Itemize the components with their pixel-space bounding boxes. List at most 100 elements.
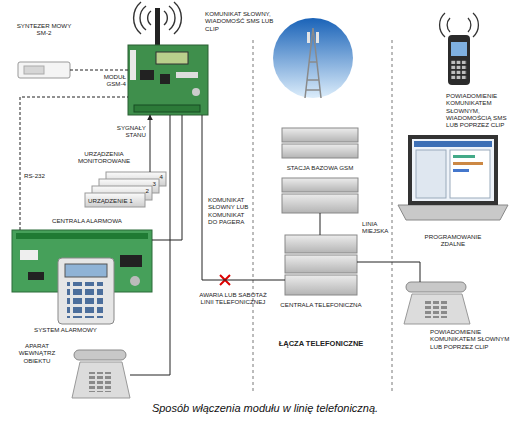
alarm-chip — [120, 255, 142, 267]
connector-line — [150, 115, 151, 172]
edge-label: AWARIA LUB SABOTAŻ LINII TELEFONICZNEJ — [193, 291, 273, 306]
keypad-display — [65, 264, 107, 277]
laptop-screen — [412, 139, 494, 201]
phone-body — [72, 362, 130, 398]
gsm-chip — [160, 74, 170, 84]
node-label: SYSTEM ALARMOWY — [34, 326, 124, 333]
rack-unit — [282, 128, 358, 142]
annotation-label: KOMUNIKAT SŁOWNY, WIADOMOŚĆ SMS LUB CLIP — [205, 10, 275, 32]
separator-line — [253, 40, 254, 392]
node-label: POWIADOMIENIE KOMUNIKATEM SŁOWNYM LUB PO… — [430, 328, 522, 350]
gsm-terminal-block — [134, 105, 200, 112]
radio-wave — [169, 6, 175, 30]
radio-wave — [134, 2, 141, 34]
gsm-module: MODUŁ GSM-4 — [128, 45, 208, 115]
edge-label: LINIA MIEJSKA — [362, 220, 392, 235]
laptop-bezel — [408, 135, 498, 205]
synthesizer-body — [18, 62, 70, 78]
radio-wave — [468, 18, 471, 32]
rack-unit — [282, 194, 358, 213]
node-label: STACJA BAZOWA GSM — [282, 164, 358, 171]
radio-wave — [440, 13, 445, 37]
synthesizer-detail — [24, 66, 44, 74]
node-label: CENTRALA ALARMOWA — [52, 217, 142, 224]
window-panel — [416, 150, 446, 198]
node-label: APARAT WEWNĄTRZ OBIEKTU — [10, 342, 64, 364]
laptop-base — [398, 205, 508, 220]
alarm-panel: CENTRALA ALARMOWASYSTEM ALARMOWY — [12, 230, 152, 292]
connector-line — [152, 115, 182, 240]
node-label: POWIADOMIENIE KOMUNIKATEM SŁOWNYM, WIADO… — [446, 92, 518, 129]
device-card: 3 — [99, 179, 159, 193]
node-label: MODUŁ GSM-4 — [92, 73, 126, 88]
mobile-keys — [451, 60, 467, 80]
connector-line — [70, 70, 128, 71]
gsm-connector — [130, 50, 136, 80]
annotation-label: ŁĄCZA TELEFONICZNE — [266, 340, 376, 349]
annotation-label: URZĄDZENIA MONITOROWANE — [62, 150, 146, 165]
phone-body — [404, 294, 470, 324]
gsm-chip — [140, 70, 154, 80]
internal-phone: APARAT WEWNĄTRZ OBIEKTU — [70, 350, 130, 398]
device-card: 4 — [106, 172, 166, 186]
synthesizer-module: SYNTEZER MOWY SM-2 — [18, 62, 70, 78]
phone-handset — [74, 350, 126, 360]
node-label: 3 — [99, 180, 156, 187]
edge-label: SYGNAŁY STANU — [100, 124, 146, 139]
mobile-phone: POWIADOMIENIE KOMUNIKATEM SŁOWNYM, WIADO… — [448, 35, 470, 85]
gsm-component — [192, 88, 200, 96]
radio-wave — [473, 13, 478, 37]
gsm-chip — [176, 72, 198, 78]
figure-caption: Sposób włączenia modułu w linię telefoni… — [0, 402, 530, 414]
rack-unit — [285, 235, 357, 253]
device-card: URZĄDZENIE 1 — [85, 193, 145, 207]
tower-mast — [305, 28, 321, 98]
base-station: STACJA BAZOWA GSM — [282, 128, 358, 213]
tower-antenna — [307, 32, 310, 43]
separator-line — [392, 40, 393, 392]
desk-phone: POWIADOMIENIE KOMUNIKATEM SŁOWNYM LUB PO… — [402, 282, 470, 324]
phone-keys — [424, 300, 448, 318]
rack-unit — [282, 144, 358, 158]
window-titlebar — [414, 141, 492, 147]
phone-handset — [406, 282, 466, 292]
radio-wave — [174, 2, 181, 34]
node-label: 2 — [92, 187, 149, 194]
laptop: PROGRAMOWANIE ZDALNE — [398, 135, 508, 220]
rack-unit — [282, 178, 358, 192]
node-label: CENTRALA TELEFONICZNA — [275, 301, 367, 308]
gsm-display — [156, 52, 188, 64]
window-bar — [453, 155, 475, 158]
window-panel — [450, 150, 490, 198]
keypad-body — [58, 258, 114, 324]
node-label: PROGRAMOWANIE ZDALNE — [418, 233, 488, 248]
mobile-body — [448, 35, 470, 85]
rack-unit — [285, 255, 357, 273]
radio-wave — [447, 18, 450, 32]
window-bar — [453, 169, 469, 172]
radio-wave — [148, 11, 151, 25]
phone-keys — [88, 372, 112, 392]
tower-antenna — [316, 32, 319, 43]
radio-wave — [140, 6, 146, 30]
connector-line — [320, 213, 321, 235]
gsm-board — [128, 45, 208, 115]
antenna — [155, 8, 160, 46]
connector-line — [357, 262, 420, 282]
radio-wave — [164, 11, 167, 25]
alarm-chip — [28, 272, 44, 280]
telephone-exchange: CENTRALA TELEFONICZNA — [285, 235, 357, 295]
window-bar — [453, 162, 483, 165]
alarm-chip — [20, 250, 38, 260]
mobile-screen — [451, 42, 467, 56]
connector-line — [202, 115, 285, 280]
node-label: URZĄDZENIE 1 — [88, 197, 144, 204]
edge-label: RS-232 — [24, 172, 54, 179]
device-card — [85, 193, 145, 207]
connector-line — [130, 115, 170, 375]
rack-unit — [285, 275, 357, 295]
node-label: SYNTEZER MOWY SM-2 — [14, 22, 74, 37]
keypad-keys — [67, 282, 103, 318]
alarm-component — [130, 276, 140, 286]
edge-label: KOMUNIKAT SŁOWNY LUB KOMUNIKAT DO PAGERA — [208, 196, 252, 225]
